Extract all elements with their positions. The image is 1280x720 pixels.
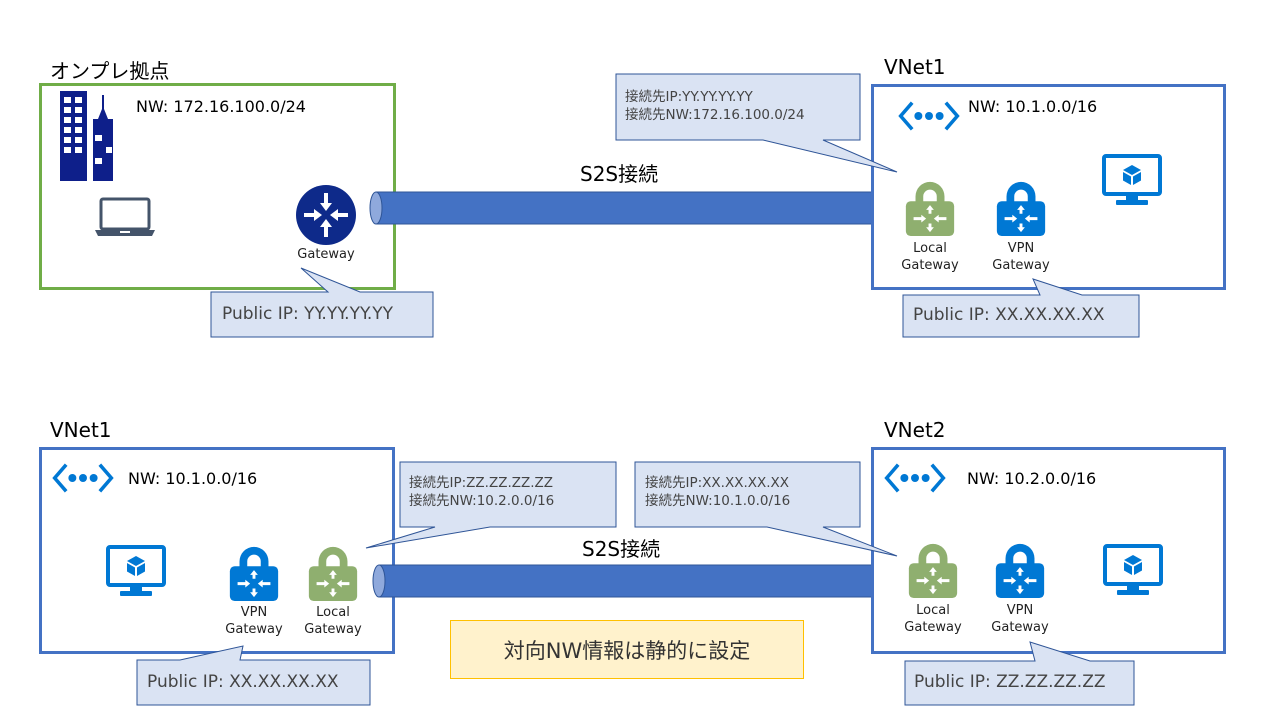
vpn-gateway-icon bbox=[995, 542, 1045, 598]
vnet1-bottom-title: VNet1 bbox=[50, 418, 112, 442]
vnet-icon bbox=[52, 462, 114, 494]
virtual-machine-icon bbox=[1102, 154, 1162, 208]
s2s-label-top: S2S接続 bbox=[580, 162, 659, 186]
local-gateway-label: Local Gateway bbox=[293, 604, 373, 638]
static-config-note-text: 対向NW情報は静的に設定 bbox=[503, 638, 751, 663]
vnet1-top-title: VNet1 bbox=[884, 55, 946, 79]
vpn-gateway-label-line2: Gateway bbox=[225, 622, 283, 637]
bottom-right-peer-callout-text: 接続先IP:XX.XX.XX.XX 接続先NW:10.1.0.0/16 bbox=[645, 474, 790, 510]
peer-ip-line: 接続先IP:ZZ.ZZ.ZZ.ZZ bbox=[409, 475, 554, 491]
virtual-machine-icon bbox=[1103, 544, 1163, 598]
vnet1-bottom-nw-label: NW: 10.1.0.0/16 bbox=[128, 469, 258, 488]
vpn-gateway-icon bbox=[996, 180, 1046, 236]
vnet1-bottom-public-ip: Public IP: XX.XX.XX.XX bbox=[147, 672, 339, 692]
local-gateway-label-line1: Local bbox=[916, 603, 950, 618]
s2s-label-bottom: S2S接続 bbox=[582, 537, 661, 561]
vpn-gateway-label: VPN Gateway bbox=[981, 240, 1061, 274]
onprem-public-ip: Public IP: YY.YY.YY.YY bbox=[222, 304, 394, 324]
local-gateway-icon bbox=[908, 542, 958, 598]
onprem-gateway-label: Gateway bbox=[297, 247, 355, 262]
vnet2-nw-label: NW: 10.2.0.0/16 bbox=[967, 469, 1097, 488]
local-gateway-label-line2: Gateway bbox=[901, 258, 959, 273]
peer-nw-line: 接続先NW:10.1.0.0/16 bbox=[645, 493, 791, 509]
vnet-icon bbox=[884, 462, 946, 494]
top-peer-callout-text: 接続先IP:YY.YY.YY.YY 接続先NW:172.16.100.0/24 bbox=[625, 88, 805, 124]
local-gateway-label: Local Gateway bbox=[890, 240, 970, 274]
local-gateway-label-line1: Local bbox=[316, 605, 350, 620]
peer-nw-line: 接続先NW:172.16.100.0/24 bbox=[625, 107, 805, 123]
vpn-gateway-label-line1: VPN bbox=[240, 605, 268, 620]
vnet-icon bbox=[898, 100, 960, 132]
vnet1-top-nw-label: NW: 10.1.0.0/16 bbox=[968, 97, 1098, 116]
local-gateway-label: Local Gateway bbox=[893, 602, 973, 636]
vpn-gateway-label: VPN Gateway bbox=[214, 604, 294, 638]
laptop-icon bbox=[95, 197, 155, 236]
peer-ip-line: 接続先IP:XX.XX.XX.XX bbox=[645, 475, 790, 491]
peer-ip-line: 接続先IP:YY.YY.YY.YY bbox=[625, 89, 753, 105]
bottom-left-peer-callout-text: 接続先IP:ZZ.ZZ.ZZ.ZZ 接続先NW:10.2.0.0/16 bbox=[409, 474, 554, 510]
onprem-site-box bbox=[39, 83, 396, 290]
local-gateway-label-line1: Local bbox=[913, 241, 947, 256]
vpn-gateway-label-line1: VPN bbox=[1007, 241, 1035, 256]
router-icon bbox=[296, 185, 356, 245]
vpn-gateway-label-line2: Gateway bbox=[991, 620, 1049, 635]
vpn-gateway-icon bbox=[229, 545, 279, 601]
vnet2-title: VNet2 bbox=[884, 418, 946, 442]
virtual-machine-icon bbox=[106, 545, 166, 599]
s2s-connection-pipe-top bbox=[369, 191, 891, 225]
vpn-gateway-label-line2: Gateway bbox=[992, 258, 1050, 273]
vnet1-top-public-ip: Public IP: XX.XX.XX.XX bbox=[913, 305, 1105, 325]
building-icon bbox=[60, 91, 113, 181]
vpn-gateway-label-line1: VPN bbox=[1006, 603, 1034, 618]
vpn-gateway-label: VPN Gateway bbox=[980, 602, 1060, 636]
vnet2-public-ip: Public IP: ZZ.ZZ.ZZ.ZZ bbox=[914, 672, 1106, 692]
onprem-nw-label: NW: 172.16.100.0/24 bbox=[136, 97, 306, 116]
onprem-title: オンプレ拠点 bbox=[50, 59, 170, 83]
local-gateway-icon bbox=[905, 180, 955, 236]
peer-nw-line: 接続先NW:10.2.0.0/16 bbox=[409, 493, 555, 509]
local-gateway-label-line2: Gateway bbox=[304, 622, 362, 637]
local-gateway-label-line2: Gateway bbox=[904, 620, 962, 635]
s2s-connection-pipe-bottom bbox=[372, 564, 894, 598]
static-config-note: 対向NW情報は静的に設定 bbox=[450, 620, 804, 679]
local-gateway-icon bbox=[308, 545, 358, 601]
